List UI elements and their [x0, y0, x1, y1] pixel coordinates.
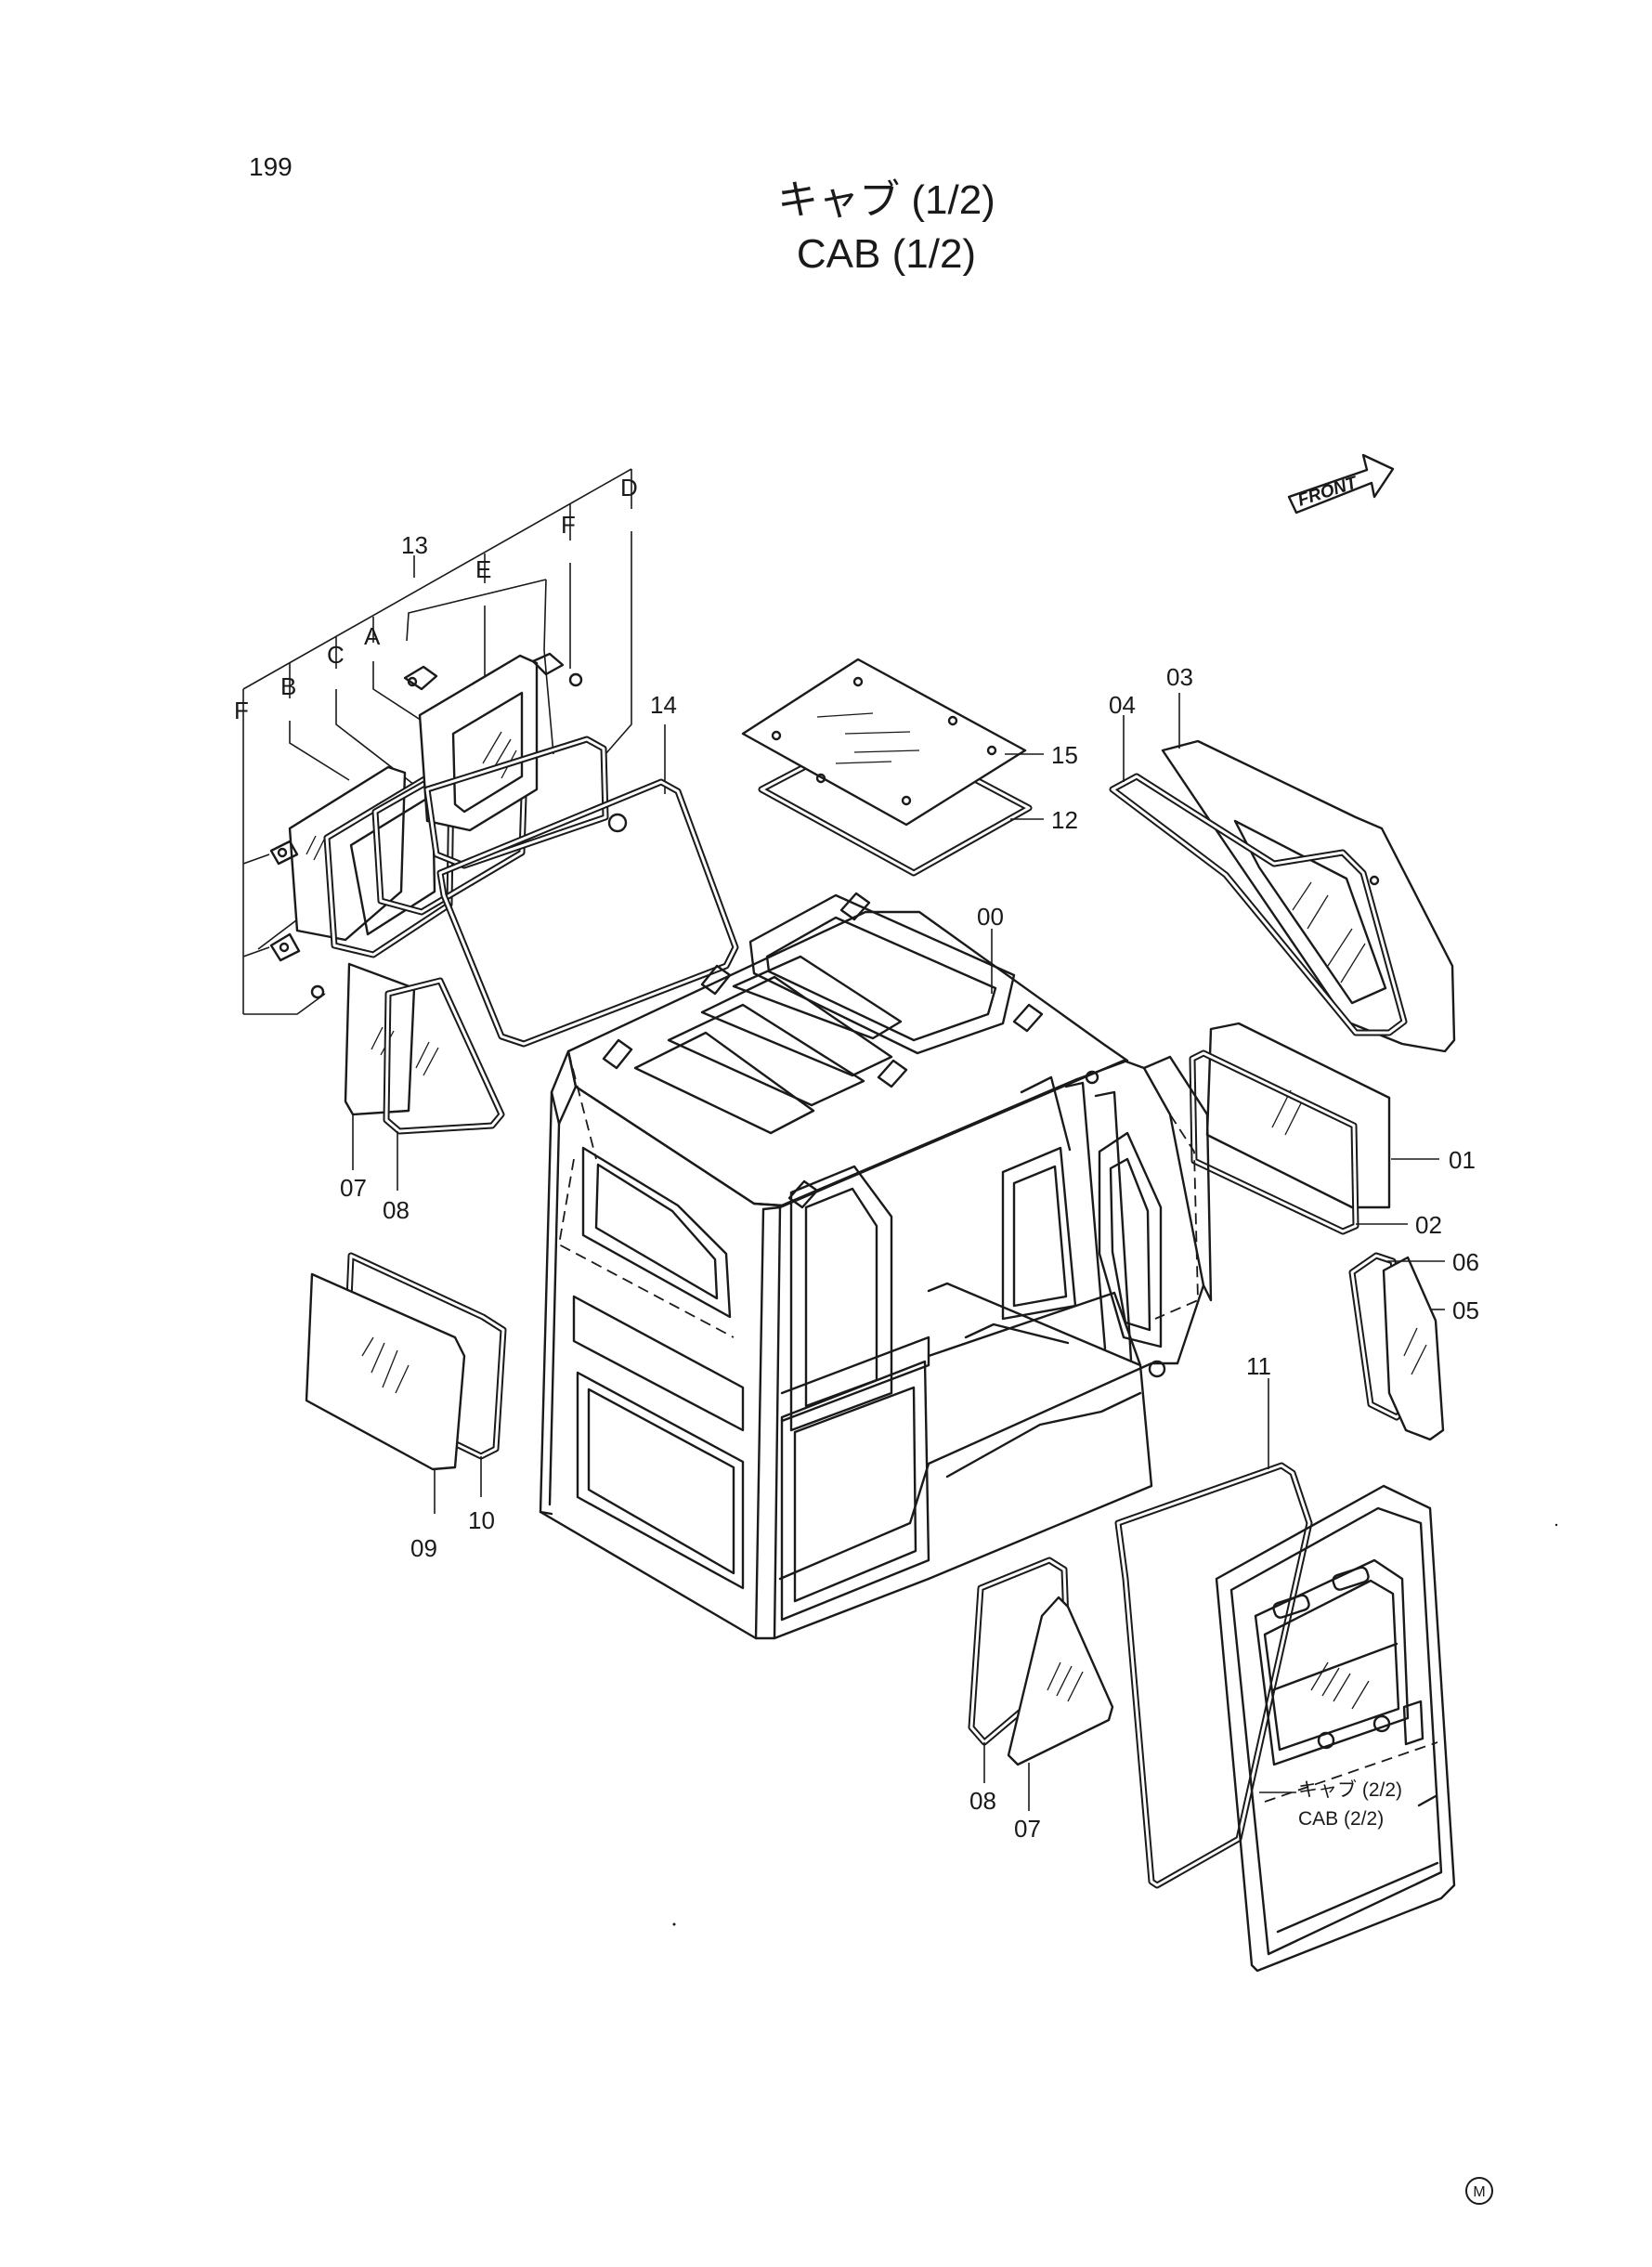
callout-07-upper: 07 [340, 1174, 367, 1202]
callout-02: 02 [1415, 1211, 1442, 1239]
clip-icon [403, 652, 583, 691]
callout-04: 04 [1109, 691, 1136, 719]
callout-14: 14 [650, 691, 677, 719]
page-title-english: CAB (1/2) [796, 231, 977, 277]
window-group-13 [269, 652, 739, 1048]
callout-letter-a: A [364, 622, 381, 650]
window-09-10 [305, 1252, 507, 1514]
callout-10: 10 [468, 1506, 495, 1534]
callout-12: 12 [1051, 806, 1078, 834]
callout-11: 11 [1246, 1352, 1271, 1380]
door-cab-2-2 [1215, 1484, 1456, 1973]
reference-label-japanese: キャブ (2/2) [1298, 1779, 1403, 1801]
callout-08-upper: 08 [383, 1196, 410, 1224]
page-number: 199 [249, 152, 293, 181]
window-05-06 [1348, 1252, 1445, 1441]
callout-00: 00 [977, 903, 1004, 931]
callout-letter-b: B [280, 672, 297, 700]
window-01-02 [1189, 1022, 1439, 1235]
cab-body-00 [539, 892, 1213, 1640]
corner-mark-badge: M [1465, 2177, 1493, 2205]
front-window-03-04 [1109, 693, 1456, 1053]
callout-06: 06 [1452, 1248, 1479, 1276]
page-title-japanese: キャブ (1/2) [777, 177, 995, 223]
callout-03: 03 [1166, 663, 1193, 691]
callout-09: 09 [410, 1534, 437, 1562]
callout-01: 01 [1449, 1146, 1476, 1174]
callout-08-lower: 08 [969, 1787, 996, 1815]
front-arrow-icon: FRONT [1287, 453, 1395, 515]
reference-label-english: CAB (2/2) [1298, 1808, 1385, 1830]
window-07-08-lower [968, 1557, 1114, 1811]
callout-07-lower: 07 [1014, 1815, 1041, 1843]
roof-window-15-12 [741, 658, 1044, 877]
callout-13: 13 [401, 531, 428, 559]
callout-letter-f-left: F [234, 697, 249, 724]
callout-15: 15 [1051, 741, 1078, 769]
window-07-08-left [344, 962, 505, 1191]
fastener-icon [269, 840, 325, 999]
door-seal-11 [1114, 1378, 1313, 1889]
callout-letter-c: C [327, 641, 345, 669]
callout-letter-e: E [475, 555, 492, 583]
callout-letter-f-top: F [561, 511, 576, 539]
callout-letter-d: D [620, 474, 638, 502]
front-arrow-label: FRONT [1295, 473, 1360, 511]
callout-05: 05 [1452, 1296, 1479, 1324]
